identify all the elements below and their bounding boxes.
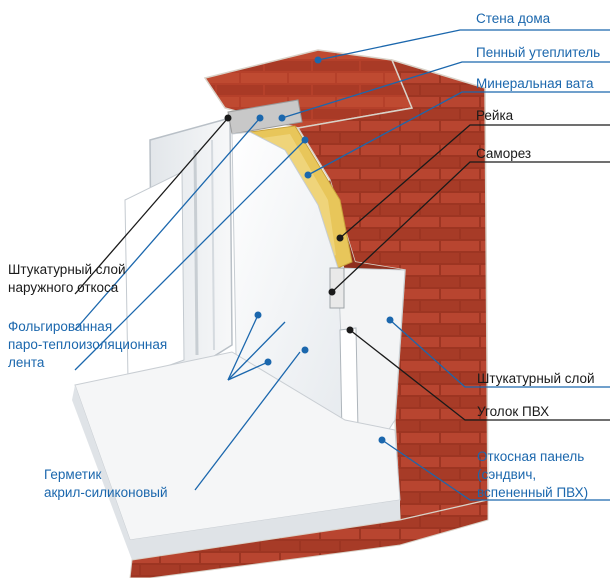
- foam-insulation: [227, 99, 303, 135]
- label-sealant-line1: Герметик: [44, 467, 102, 482]
- window-glass: [124, 171, 185, 381]
- sill-front: [72, 385, 400, 560]
- label-batten: Рейка: [476, 108, 514, 123]
- label-sealant-line2: акрил-силиконовый: [44, 485, 168, 500]
- label-panel-line1: Откосная панель: [477, 449, 585, 464]
- label-plaster: Штукатурный слой: [477, 371, 595, 386]
- label-outer-plaster-line1: Штукатурный слой: [8, 262, 126, 277]
- label-foil-tape-line3: лента: [8, 355, 45, 370]
- label-screw: Саморез: [476, 146, 532, 161]
- label-panel-line2: (сэндвич,: [477, 467, 537, 482]
- label-outer-plaster-line2: наружного откоса: [8, 280, 119, 295]
- leader-dots: [254, 56, 394, 444]
- label-foil-tape-line1: Фольгированная: [8, 319, 113, 334]
- leader-lines-blue: [74, 29, 610, 501]
- label-panel-line3: вспененный ПВХ): [477, 485, 589, 500]
- label-wall: Стена дома: [476, 11, 551, 26]
- leader-lines-dark: [74, 117, 610, 421]
- leader-dots-dark: [224, 114, 354, 334]
- brick-wall-bottom: [129, 499, 489, 578]
- label-foil-tape-line2: паро-теплоизоляционная: [8, 337, 168, 352]
- label-foam: Пенный утеплитель: [476, 45, 601, 60]
- label-pvc-corner: Уголок ПВХ: [477, 404, 550, 419]
- label-mineral-wool: Минеральная вата: [476, 76, 594, 91]
